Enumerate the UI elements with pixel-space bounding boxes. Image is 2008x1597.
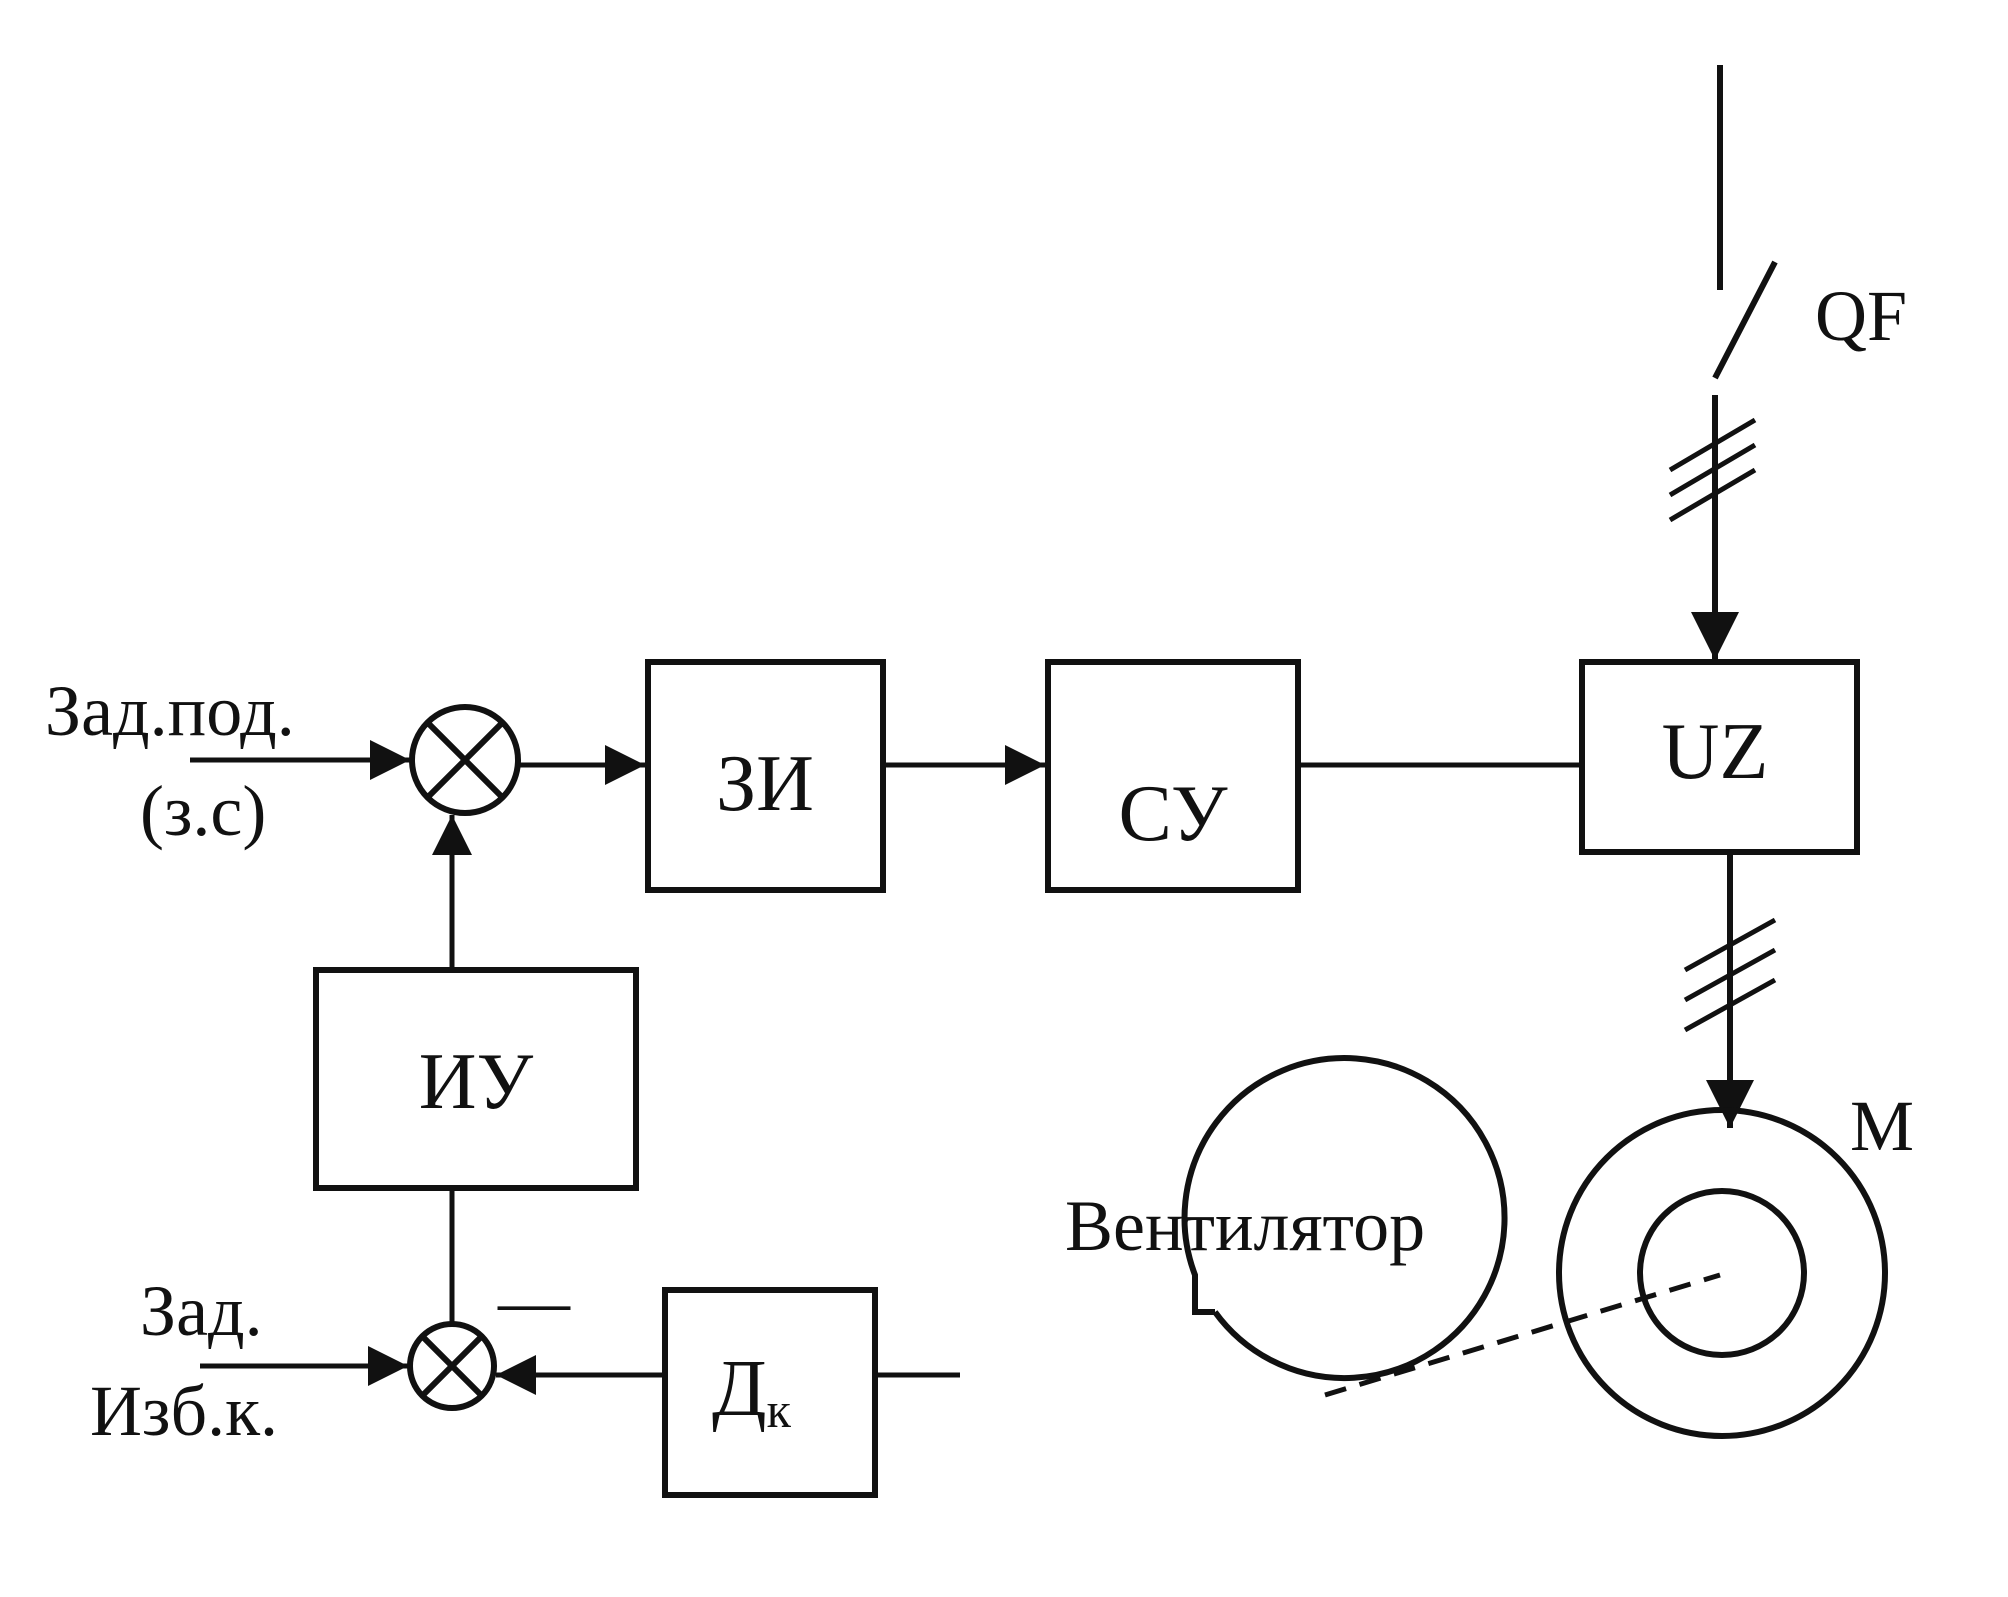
- circuit-breaker-symbol: [1668, 65, 1778, 660]
- control-system-block: [1045, 659, 1301, 893]
- motor-label: M: [1850, 1086, 1914, 1166]
- measuring-device-label: ИУ: [419, 1038, 534, 1126]
- sensor-label-subscript: к: [767, 1382, 792, 1438]
- speed-setpoint-sublabel: (з.с): [140, 771, 266, 851]
- shaft-connection-dashed: [1324, 1272, 1721, 1398]
- fan-label: Вентилятор: [1065, 1186, 1425, 1266]
- summing-junction-main: [409, 704, 521, 816]
- uz-to-motor-line: [1683, 852, 1777, 1128]
- sensor-label: Дк: [712, 1345, 792, 1438]
- ramp-generator-block: [645, 659, 886, 893]
- converter-block: [1579, 659, 1860, 855]
- sensor-block: [662, 1287, 878, 1498]
- summing-junction-feedback: [407, 1321, 497, 1411]
- motor-symbol: [1556, 1107, 1888, 1439]
- speed-setpoint-label: Зад.под.: [45, 671, 295, 751]
- pressure-setpoint-label: Зад.: [140, 1271, 263, 1351]
- converter-label: UZ: [1662, 708, 1769, 796]
- breaker-label: QF: [1815, 276, 1907, 356]
- ramp-generator-label: ЗИ: [716, 740, 814, 828]
- control-system-label: СУ: [1119, 770, 1228, 858]
- sensor-label-main: Д: [712, 1345, 767, 1433]
- pressure-setpoint-sublabel: Изб.к.: [90, 1371, 278, 1451]
- measuring-device-block: [313, 967, 639, 1191]
- minus-sign: —: [497, 1261, 571, 1341]
- fan-housing: [1181, 1055, 1508, 1382]
